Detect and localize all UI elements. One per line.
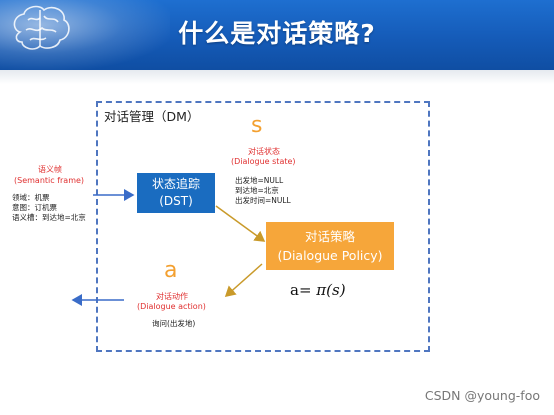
state-slot: 出发地=NULL [235,176,284,185]
watermark: CSDN @young-foo [424,388,540,403]
state-title: 对话状态 [248,147,280,156]
formula-prefix: a= [290,281,317,299]
dm-label: 对话管理（DM） [104,109,200,124]
dst-box: 状态追踪 (DST) [137,173,215,213]
formula-expression: π(s) [316,281,346,299]
policy-to-action-arrow [224,263,263,297]
header-band [0,70,554,84]
policy-box: 对话策略 (Dialogue Policy) [266,222,394,270]
action-title: 对话动作 [156,292,188,301]
dialogue-management-box [96,101,430,352]
policy-formula: a= π(s) [290,281,346,299]
frame-slot-list: 领域：机票 意图：订机票 语义槽：到达地=北京 [12,193,86,223]
state-symbol: s [251,113,263,138]
action-subtitle: (Dialogue action) [137,302,206,311]
policy-subtitle: (Dialogue Policy) [277,248,383,263]
dst-abbrev: (DST) [159,194,193,208]
state-slot: 出发时间=NULL [235,196,291,205]
frame-slot: 领域：机票 [12,193,50,202]
dst-to-policy-arrow [215,205,266,242]
frame-title: 语义帧 [38,165,62,174]
frame-slot: 意图：订机票 [12,203,57,212]
action-symbol: a [164,258,178,283]
policy-label: 对话策略 [304,229,355,244]
title-banner: 什么是对话策略? [0,0,554,70]
banner-glow [0,0,170,70]
frame-subtitle: (Semantic frame) [14,176,85,185]
state-slot-list: 出发地=NULL 到达地=北京 出发时间=NULL [235,176,291,206]
page-title: 什么是对话策略? [178,19,376,48]
state-subtitle: (Dialogue state) [231,157,296,166]
frame-slot: 语义槽：到达地=北京 [12,213,86,222]
brain-icon [13,5,70,50]
dst-label: 状态追踪 [151,177,200,191]
action-value: 询问(出发地) [152,319,196,328]
state-slot: 到达地=北京 [235,186,279,195]
